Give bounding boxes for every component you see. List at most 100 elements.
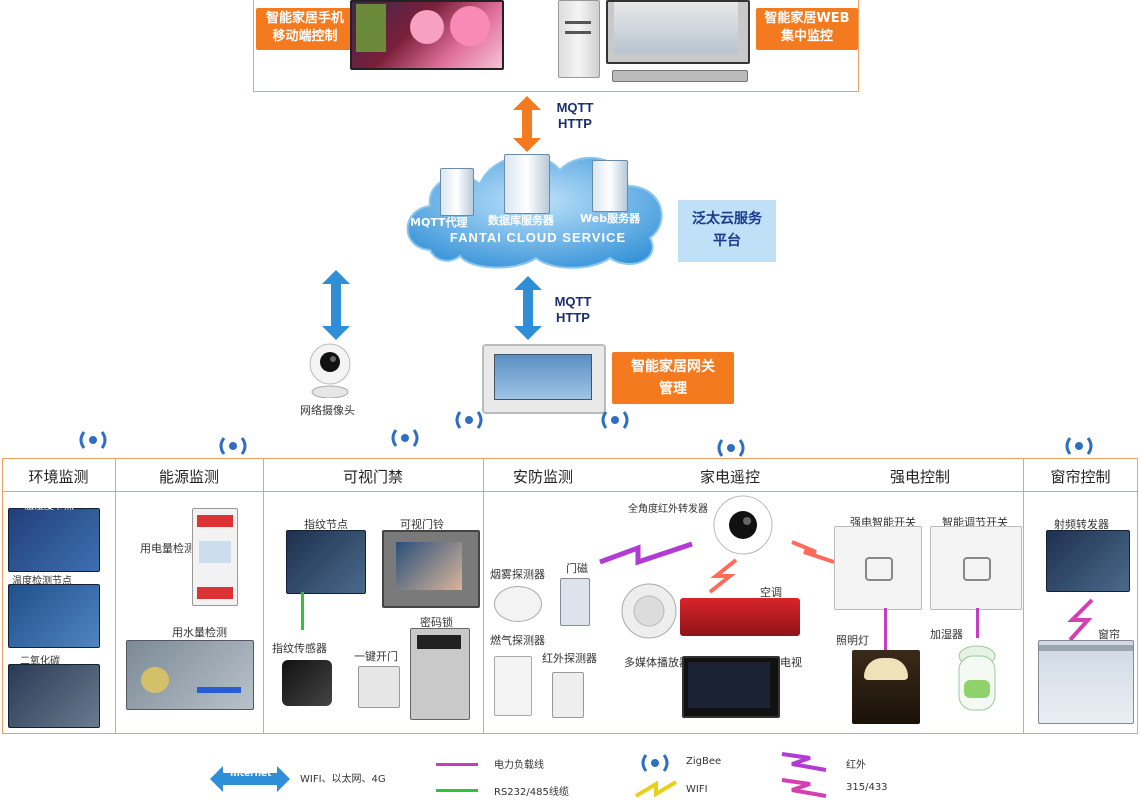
- air-conditioner-label: 空调: [760, 586, 782, 599]
- zigbee-signal-icon: [455, 411, 483, 429]
- water-meter-image: [126, 640, 254, 710]
- ir-legend-icon: [781, 752, 827, 772]
- power-meter-label: 用电量检测: [140, 542, 195, 555]
- rs485-cable: [301, 592, 304, 630]
- zigbee-legend-label: ZigBee: [686, 756, 722, 767]
- infrared-signal-icon: [599, 541, 693, 566]
- door-magnet-label: 门磁: [566, 562, 588, 575]
- rf-legend-label: 315/433: [846, 782, 888, 793]
- top-link-arrow: [513, 96, 541, 152]
- zigbee-signal-icon: [601, 411, 629, 429]
- door-magnet-image: [560, 578, 590, 626]
- infrared-signal-icon: [791, 540, 835, 564]
- cloud-platform-label: 泛太云服务 平台: [678, 200, 776, 262]
- air-conditioner-image: [680, 598, 800, 636]
- section-energy: 能源监测: [158, 468, 219, 486]
- power-line-legend-label: 电力负载线: [494, 760, 544, 771]
- fingerprint-node-label: 指纹节点: [304, 518, 348, 531]
- section-appliance: 家电遥控: [699, 468, 760, 486]
- top-panel: [253, 0, 859, 92]
- humidifier-icon: [958, 645, 996, 711]
- section-divider: [115, 458, 116, 734]
- rf-signal-icon: [1067, 598, 1094, 642]
- password-lock-label: 密码锁: [420, 616, 453, 629]
- rf-transceiver-image: [1046, 530, 1130, 592]
- media-player-label: 多媒体播放器: [624, 656, 690, 669]
- ir-detector-image: [552, 672, 584, 718]
- ir-transceiver-icon: [713, 495, 773, 555]
- section-env: 环境监测: [28, 468, 89, 486]
- zigbee-signal-icon: [391, 429, 419, 447]
- co2-node-image: [8, 664, 100, 728]
- network-camera-icon: [309, 343, 351, 398]
- gas-detector-image: [494, 656, 532, 716]
- internet-badge-text: Internet: [230, 769, 272, 779]
- database-server-label: 数据库服务器: [488, 214, 554, 227]
- video-doorbell-label: 可视门铃: [400, 518, 444, 531]
- internet-arrow-icon: [210, 766, 290, 792]
- co2-node-label: 二氧化碳: [20, 656, 60, 667]
- fingerprint-node-image: [286, 530, 366, 594]
- web-server-label: Web服务器: [580, 212, 641, 225]
- rf-legend-icon: [781, 778, 827, 798]
- section-divider: [483, 458, 484, 734]
- wifi-legend-icon: [634, 780, 678, 798]
- gas-detector-label: 燃气探测器: [490, 634, 545, 647]
- smart-switch-image: [834, 526, 922, 610]
- password-lock-image: [410, 628, 470, 720]
- web-monitor-label: 智能家居WEB 集中监控: [756, 8, 858, 50]
- infrared-signal-icon: [708, 558, 738, 594]
- zigbee-legend-icon: [641, 754, 669, 772]
- section-divider: [1023, 458, 1024, 734]
- gateway-label: 智能家居网关 管理: [612, 352, 734, 404]
- section-power: 强电控制: [889, 468, 950, 486]
- media-player-icon: [621, 583, 677, 639]
- desktop-pc-icon: [558, 0, 600, 78]
- ir-legend-label: 红外: [846, 760, 866, 771]
- curtain-image: [1038, 640, 1134, 724]
- mobile-control-label: 智能家居手机 移动端控制: [256, 8, 354, 50]
- fingerprint-sensor-image: [282, 660, 332, 706]
- ir-transceiver-label: 全角度红外转发器: [628, 504, 708, 515]
- devices-panel: [2, 458, 1138, 734]
- network-camera-label: 网络摄像头: [300, 404, 355, 417]
- temp-detect-node-label: 温度检测节点: [12, 576, 72, 587]
- power-load-line: [884, 608, 887, 650]
- section-header-divider: [2, 491, 1138, 492]
- temp-detect-node-image: [8, 584, 100, 648]
- ir-detector-label: 红外探测器: [542, 652, 597, 665]
- power-load-line: [976, 608, 979, 638]
- section-door: 可视门禁: [342, 468, 403, 486]
- monitor-icon: [606, 0, 750, 64]
- water-meter-label: 用水量检测: [172, 626, 227, 639]
- fingerprint-sensor-label: 指纹传感器: [272, 642, 327, 655]
- section-security: 安防监测: [512, 468, 573, 486]
- keyboard-icon: [612, 70, 748, 82]
- wifi-legend-label: WIFI: [686, 784, 708, 795]
- rf-transceiver-label: 射频转发器: [1054, 518, 1109, 531]
- gateway-device-icon: [482, 344, 606, 414]
- temp-humidity-node-label: 温湿度节点: [24, 501, 74, 512]
- one-key-open-label: 一键开门: [354, 650, 398, 663]
- video-doorbell-image: [382, 530, 480, 608]
- smoke-detector-label: 烟雾探测器: [490, 568, 545, 581]
- curtain-label: 窗帘: [1098, 628, 1120, 641]
- cloud-service-name: FANTAI CLOUD SERVICE: [449, 230, 627, 245]
- lamp-label: 照明灯: [836, 634, 869, 647]
- mqtt-server-icon: [440, 168, 474, 216]
- one-key-open-image: [358, 666, 400, 708]
- lamp-image: [852, 650, 920, 724]
- mqtt-server-label: MQTT代理: [410, 216, 468, 229]
- mobile-app-screenshot: [350, 0, 504, 70]
- humidifier-label: 加湿器: [930, 628, 963, 641]
- camera-link-arrow: [322, 270, 350, 340]
- dimmer-switch-image: [930, 526, 1022, 610]
- power-line-swatch: [436, 763, 478, 766]
- zigbee-signal-icon: [717, 439, 745, 457]
- tv-image: [682, 656, 780, 718]
- gateway-link-arrow: [514, 276, 542, 340]
- section-divider: [263, 458, 264, 734]
- top-link-protocols: MQTT HTTP: [556, 100, 594, 131]
- smoke-detector-image: [494, 586, 542, 622]
- dimmer-switch-label: 智能调节开关: [942, 516, 1008, 529]
